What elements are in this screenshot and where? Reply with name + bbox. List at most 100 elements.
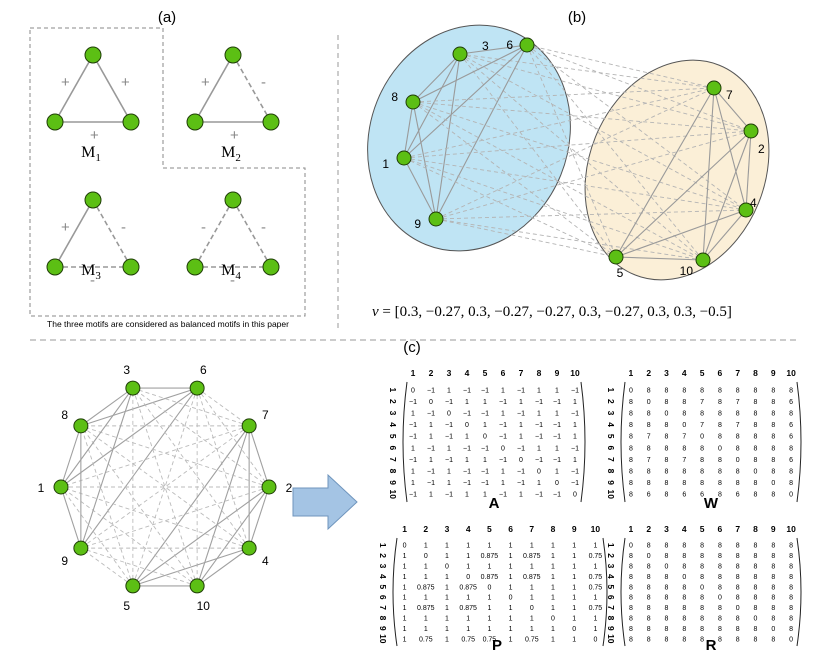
matrix-cell: 1 — [509, 564, 513, 571]
matrix-cell: 8 — [789, 584, 793, 591]
matrix-cell: 1 — [551, 605, 555, 612]
matrix-cell: 8 — [754, 605, 758, 612]
matrix-cell: 1 — [537, 480, 541, 487]
matrix-cell: 1 — [466, 553, 470, 560]
matrix-cell: 1 — [411, 480, 415, 487]
matrix-cell: 1 — [551, 595, 555, 602]
matrix-cell: 1 — [411, 469, 415, 476]
matrix-cell: 8 — [754, 626, 758, 633]
node-label: 3 — [123, 363, 130, 377]
matrix-cell: 8 — [665, 387, 669, 394]
matrix-cell: 0.75 — [525, 636, 539, 643]
graph-node — [428, 211, 444, 227]
matrix-cell: 1 — [403, 553, 407, 560]
matrix-cell: 8 — [754, 387, 758, 394]
matrix-cell: 8 — [736, 445, 740, 452]
motif-label-subscript: 1 — [95, 152, 101, 164]
matrix-cell: 8 — [771, 399, 775, 406]
matrix-cell: 1 — [466, 543, 470, 550]
matrix-cell: 0 — [665, 564, 669, 571]
matrix-cell: −1 — [427, 387, 435, 394]
matrix-cell: 1 — [429, 422, 433, 429]
matrix-cell: 8 — [665, 616, 669, 623]
matrix-cell: 8 — [789, 543, 793, 550]
matrix-col-header: 4 — [465, 368, 470, 378]
matrix-cell: 1 — [403, 626, 407, 633]
matrix-cell: −1 — [463, 469, 471, 476]
matrix-cell: 0 — [665, 411, 669, 418]
matrix-cell: 8 — [736, 387, 740, 394]
matrix-cell: 1 — [509, 626, 513, 633]
node-label: 6 — [200, 363, 207, 377]
matrix-row-header: 1 — [606, 387, 616, 392]
matrix-cell: 1 — [519, 492, 523, 499]
matrix-row-header: 1 — [606, 543, 616, 548]
negative-edge — [80, 547, 198, 587]
matrix-col-header: 6 — [718, 524, 723, 534]
matrix-bracket-left — [402, 381, 408, 503]
matrix-cell: 0 — [445, 564, 449, 571]
matrix-col-header: 6 — [718, 368, 723, 378]
matrix-cell: 8 — [718, 399, 722, 406]
positive-edge — [60, 425, 82, 488]
graph-node — [189, 380, 205, 396]
matrix-row-header: 7 — [606, 457, 616, 462]
node-label: 10 — [680, 264, 694, 278]
matrix-cell: 8 — [754, 434, 758, 441]
matrix-cell: 1 — [487, 616, 491, 623]
matrix-cell: 1 — [403, 574, 407, 581]
matrix-cell: 0.75 — [419, 636, 433, 643]
matrix-cell: 8 — [718, 387, 722, 394]
matrix-cell: 0.75 — [589, 605, 603, 612]
matrix-cell: 1 — [572, 616, 576, 623]
matrix-cell: 1 — [424, 543, 428, 550]
motif-caption: The three motifs are considered as balan… — [47, 319, 289, 329]
motif-node — [224, 191, 242, 209]
matrix-cell: 6 — [647, 492, 651, 499]
matrix-cell: 1 — [465, 399, 469, 406]
matrix-cell: 1 — [530, 564, 534, 571]
matrix-cell: 0 — [509, 595, 513, 602]
matrix-cell: 1 — [445, 636, 449, 643]
matrix-cell: 8 — [771, 411, 775, 418]
matrix-cell: 8 — [682, 595, 686, 602]
matrix-cell: 0 — [682, 574, 686, 581]
matrix-cell: 0 — [718, 445, 722, 452]
matrix-cell: 8 — [718, 543, 722, 550]
matrix-cell: 1 — [572, 605, 576, 612]
matrix-row-header: 7 — [388, 457, 398, 462]
matrix-cell: 8 — [736, 636, 740, 643]
negative-edge — [526, 44, 715, 89]
matrix-col-header: 6 — [508, 524, 513, 534]
matrix-cell: 6 — [789, 422, 793, 429]
matrix-cell: −1 — [499, 399, 507, 406]
matrix-cell: 1 — [487, 543, 491, 550]
matrix-cell: 8 — [682, 605, 686, 612]
matrix-cell: 8 — [718, 574, 722, 581]
matrix-cell: 0 — [736, 605, 740, 612]
matrix-cell: 8 — [682, 445, 686, 452]
motif-node — [84, 46, 102, 64]
graph-node — [125, 578, 141, 594]
matrix-cell: 1 — [445, 626, 449, 633]
matrix-cell: −1 — [571, 480, 579, 487]
matrix-cell: 0.75 — [461, 636, 475, 643]
matrix-cell: 1 — [403, 595, 407, 602]
matrix-cell: 1 — [572, 584, 576, 591]
matrix-cell: 8 — [682, 626, 686, 633]
matrix-cell: 1 — [429, 492, 433, 499]
matrix-cell: 8 — [754, 564, 758, 571]
matrix-cell: 8 — [665, 605, 669, 612]
matrix-cell: 1 — [573, 457, 577, 464]
matrix-cell: 8 — [665, 480, 669, 487]
edge-sign-label: + — [61, 219, 70, 236]
matrix-cell: 1 — [424, 564, 428, 571]
matrix-cell: 1 — [572, 553, 576, 560]
matrix-cell: 8 — [629, 480, 633, 487]
matrix-cell: 8 — [718, 636, 722, 643]
matrix-cell: −1 — [535, 492, 543, 499]
matrix-cell: 1 — [403, 636, 407, 643]
matrix-cell: −1 — [499, 492, 507, 499]
matrix-cell: 8 — [665, 584, 669, 591]
